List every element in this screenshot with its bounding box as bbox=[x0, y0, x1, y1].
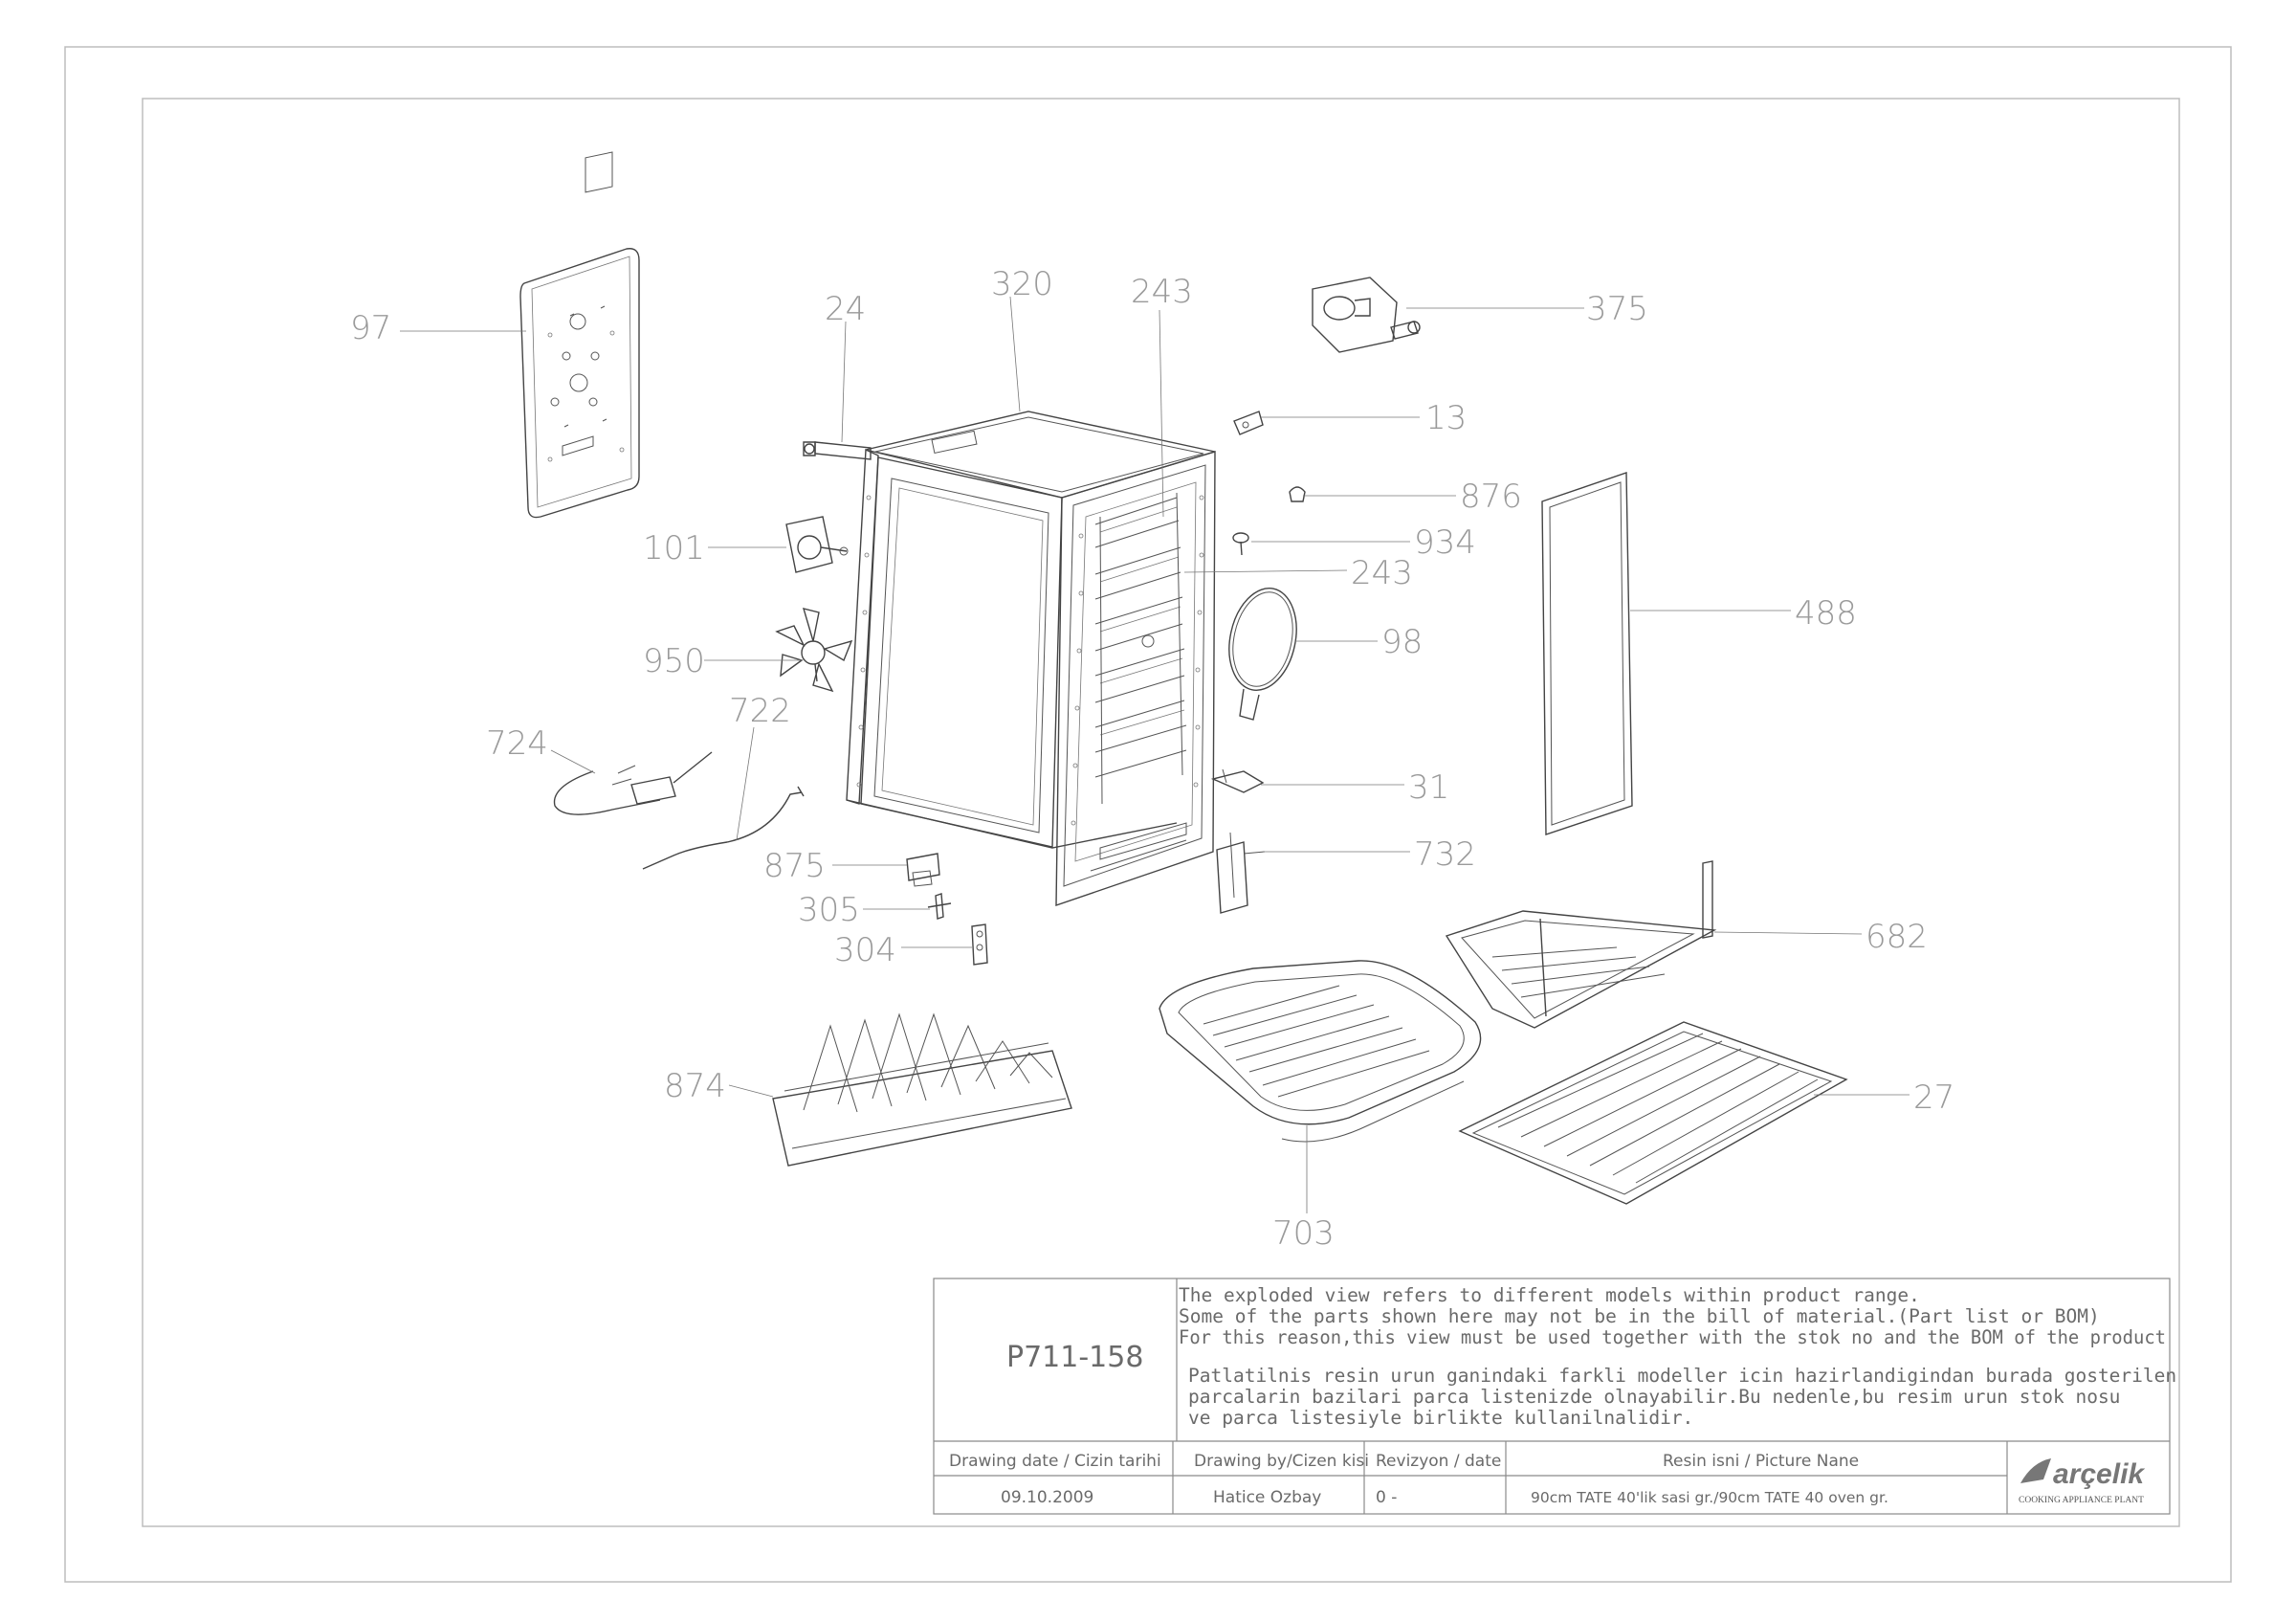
callout-682: 682 bbox=[1866, 918, 1928, 956]
part-27-grill-rack bbox=[1458, 1021, 1848, 1205]
part-488-gasket bbox=[1541, 472, 1633, 835]
callout-876: 876 bbox=[1460, 478, 1522, 516]
outer-frame bbox=[64, 46, 2232, 1583]
callout-27: 27 bbox=[1913, 1078, 1954, 1117]
callout-labels: 97 24 320 243 375 13 876 934 243 488 101… bbox=[350, 265, 1954, 1253]
callout-375: 375 bbox=[1586, 290, 1648, 328]
inner-frame bbox=[142, 98, 2180, 1527]
callout-722: 722 bbox=[729, 692, 791, 730]
callout-304: 304 bbox=[834, 931, 896, 969]
part-876-clip bbox=[1289, 486, 1306, 502]
callout-101: 101 bbox=[643, 529, 705, 567]
callout-243-mid: 243 bbox=[1351, 554, 1413, 592]
callout-243-top: 243 bbox=[1131, 273, 1193, 311]
callout-13: 13 bbox=[1425, 399, 1467, 437]
callout-24: 24 bbox=[825, 290, 866, 328]
part-950-fan-blade bbox=[775, 608, 853, 693]
callout-97: 97 bbox=[350, 309, 391, 347]
drawing-number: P711-158 bbox=[1006, 1341, 1143, 1374]
part-243-rack-rails bbox=[1094, 492, 1187, 805]
note-tr-1: Patlatilnis resin urun ganindaki farkli … bbox=[1188, 1365, 2176, 1387]
callout-875: 875 bbox=[763, 847, 826, 885]
callout-488: 488 bbox=[1795, 594, 1857, 633]
note-tr-3: ve parca listesiyle birlikte kullanilnal… bbox=[1188, 1407, 1693, 1429]
callout-320: 320 bbox=[991, 265, 1053, 303]
part-375-lamp bbox=[1312, 277, 1421, 353]
part-722-probe bbox=[642, 786, 805, 870]
part-98-ring-heater bbox=[1228, 588, 1297, 721]
part-320-cavity-frame bbox=[846, 411, 1216, 906]
header-drawn-by: Drawing by/Cizen kisi bbox=[1194, 1452, 1369, 1471]
callout-934: 934 bbox=[1414, 523, 1476, 562]
value-drawing-date: 09.10.2009 bbox=[1001, 1488, 1093, 1507]
note-en-1: The exploded view refers to different mo… bbox=[1179, 1284, 1920, 1306]
value-picture-name: 90cm TATE 40'lik sasi gr./90cm TATE 40 o… bbox=[1531, 1489, 1888, 1506]
logo-swoosh-icon bbox=[2020, 1458, 2051, 1483]
header-drawing-date: Drawing date / Cizin tarihi bbox=[949, 1452, 1161, 1471]
part-874-dish-rack bbox=[772, 1012, 1072, 1167]
part-31-hinge bbox=[1210, 768, 1265, 793]
part-732-bracket bbox=[1216, 832, 1266, 914]
part-703-tray bbox=[1159, 960, 1482, 1143]
brand-subtitle: COOKING APPLIANCE PLANT bbox=[2019, 1496, 2144, 1505]
part-97-rear-panel bbox=[519, 151, 640, 519]
header-picture-name: Resin isni / Picture Nane bbox=[1663, 1452, 1859, 1471]
part-101-fan-motor bbox=[785, 516, 849, 573]
part-875-switch bbox=[906, 853, 940, 887]
callout-98: 98 bbox=[1381, 623, 1423, 661]
callout-703: 703 bbox=[1272, 1214, 1335, 1253]
note-en-3: For this reason,this view must be used t… bbox=[1179, 1326, 2166, 1348]
part-724-thermostat bbox=[553, 751, 713, 815]
callout-950: 950 bbox=[643, 642, 705, 680]
part-24-rod bbox=[803, 441, 872, 460]
callout-874: 874 bbox=[664, 1067, 726, 1105]
leader-lines bbox=[400, 296, 1910, 1213]
callout-724: 724 bbox=[486, 724, 548, 763]
title-block: P711-158 The exploded view refers to dif… bbox=[933, 1278, 2176, 1515]
arcelik-logo: arçelik COOKING APPLIANCE PLANT bbox=[2019, 1458, 2145, 1505]
note-en-2: Some of the parts shown here may not be … bbox=[1179, 1305, 2100, 1327]
value-revision: 0 - bbox=[1376, 1488, 1397, 1507]
callout-305: 305 bbox=[798, 891, 860, 929]
part-305-bracket bbox=[927, 893, 952, 920]
callout-31: 31 bbox=[1408, 768, 1449, 807]
part-934-screw bbox=[1232, 532, 1249, 556]
part-682-rotisserie-frame bbox=[1445, 860, 1717, 1029]
note-tr-2: parcalarin bazilari parca listenizde oln… bbox=[1188, 1386, 2120, 1408]
part-304-terminal bbox=[971, 923, 988, 966]
brand-name: arçelik bbox=[2053, 1458, 2145, 1490]
header-revision: Revizyon / date bbox=[1376, 1452, 1501, 1471]
callout-732: 732 bbox=[1414, 835, 1476, 874]
value-drawn-by: Hatice Ozbay bbox=[1213, 1488, 1321, 1507]
part-13-bracket bbox=[1233, 411, 1264, 435]
